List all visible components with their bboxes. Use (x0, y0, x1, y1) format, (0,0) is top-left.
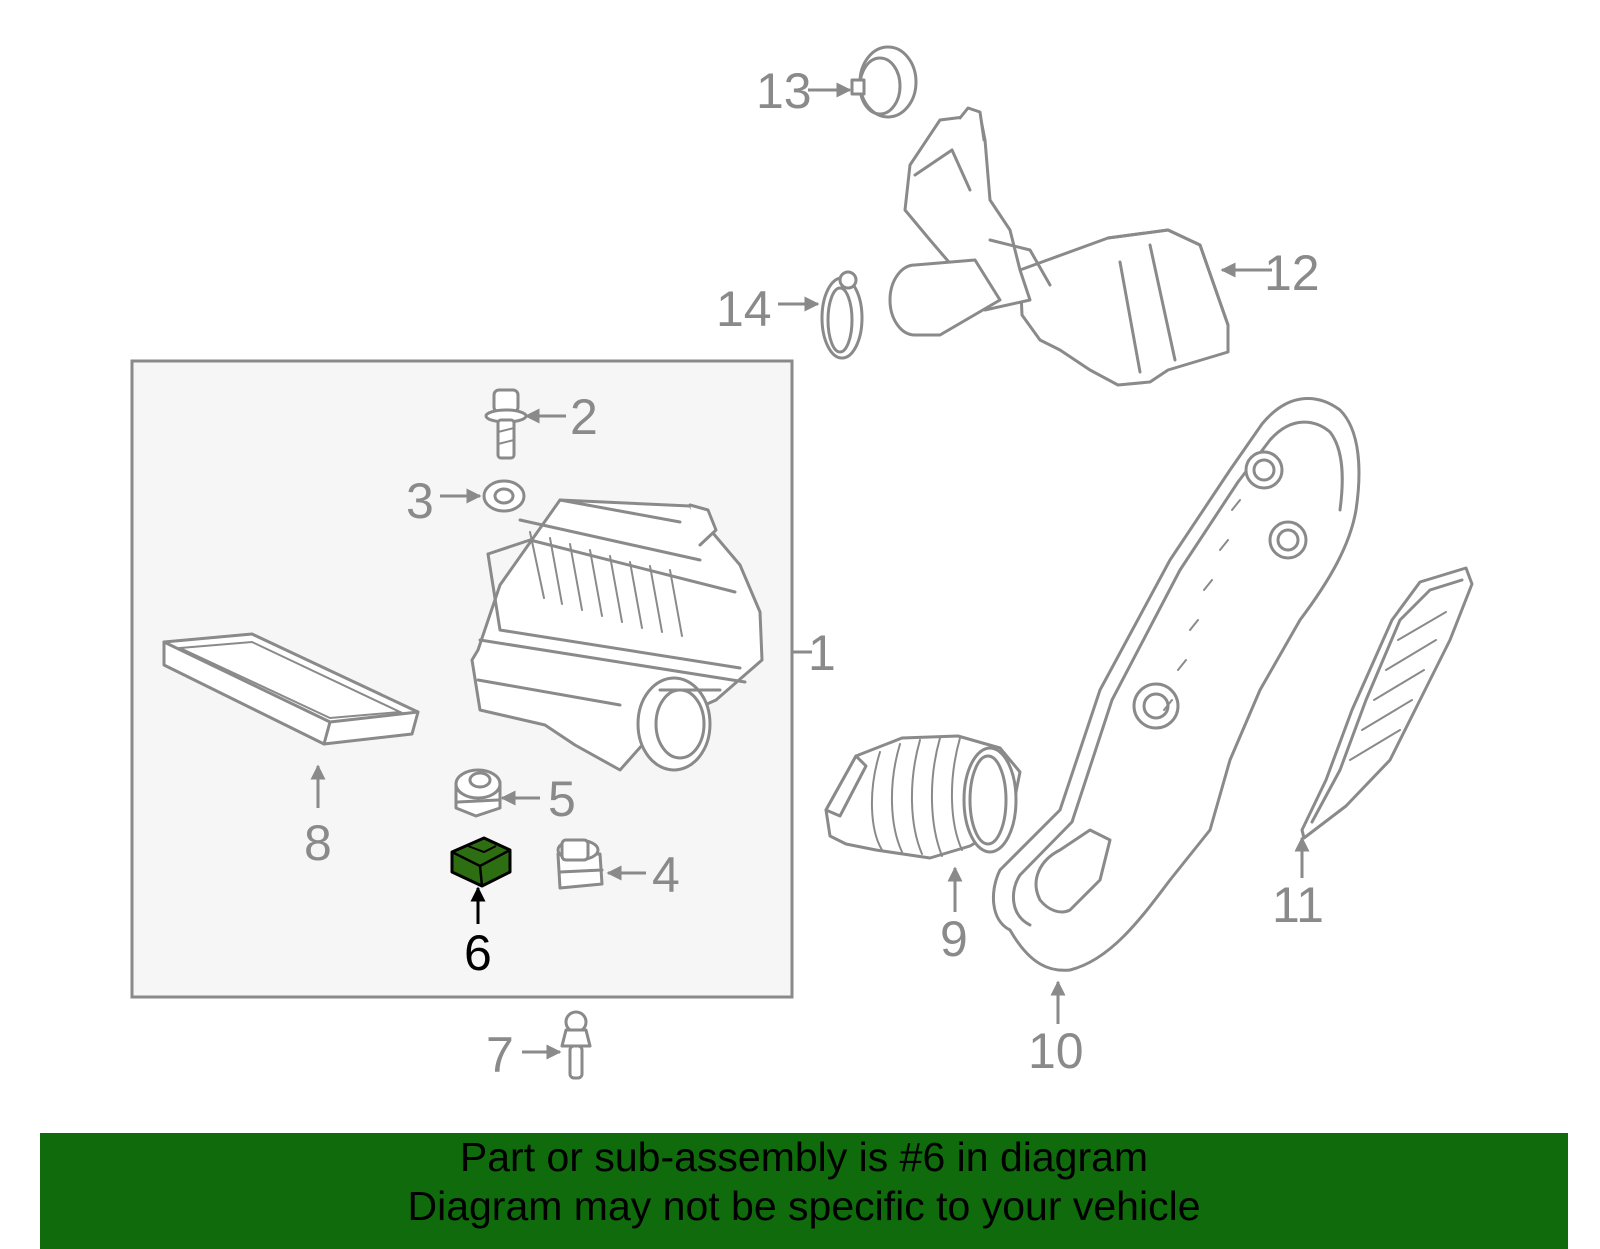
callout-6: 6 (464, 925, 492, 981)
callout-9: 9 (940, 911, 968, 967)
part-6-highlighted[interactable] (450, 836, 512, 888)
callout-12: 12 (1264, 245, 1320, 301)
callout-14: 14 (716, 281, 772, 337)
callout-10: 10 (1028, 1023, 1084, 1079)
banner-line-part-number: Part or sub-assembly is #6 in diagram (459, 1134, 1149, 1180)
part-11-deflector[interactable] (1300, 566, 1474, 840)
part-5-grommet[interactable] (454, 768, 502, 818)
part-7-push-pin[interactable] (560, 1010, 592, 1080)
callout-5: 5 (548, 771, 576, 827)
callout-7: 7 (486, 1027, 514, 1083)
callout-13: 13 (756, 63, 812, 119)
part-14-hose-clamp[interactable] (820, 270, 864, 360)
banner-line-disclaimer: Diagram may not be specific to your vehi… (407, 1183, 1201, 1229)
part-12-intake-duct[interactable] (888, 106, 1230, 387)
callout-3: 3 (406, 473, 434, 529)
callout-8: 8 (304, 815, 332, 871)
callout-4: 4 (652, 847, 680, 903)
info-banner: Part or sub-assembly is #6 in diagram Di… (40, 1133, 1568, 1249)
part-9-intake-hose[interactable] (824, 734, 1022, 860)
callout-2: 2 (570, 389, 598, 445)
part-3-washer[interactable] (482, 479, 526, 513)
info-banner-background (40, 1133, 1568, 1249)
part-4-grommet[interactable] (556, 838, 604, 890)
part-13-clamp[interactable] (850, 45, 918, 119)
part-1-air-cleaner-housing[interactable] (470, 498, 764, 772)
part-8-air-filter[interactable] (162, 632, 420, 746)
part-2-bolt[interactable] (484, 388, 528, 460)
callout-11: 11 (1272, 877, 1324, 933)
part-10-air-duct[interactable] (991, 397, 1361, 972)
callout-1: 1 (808, 625, 836, 681)
